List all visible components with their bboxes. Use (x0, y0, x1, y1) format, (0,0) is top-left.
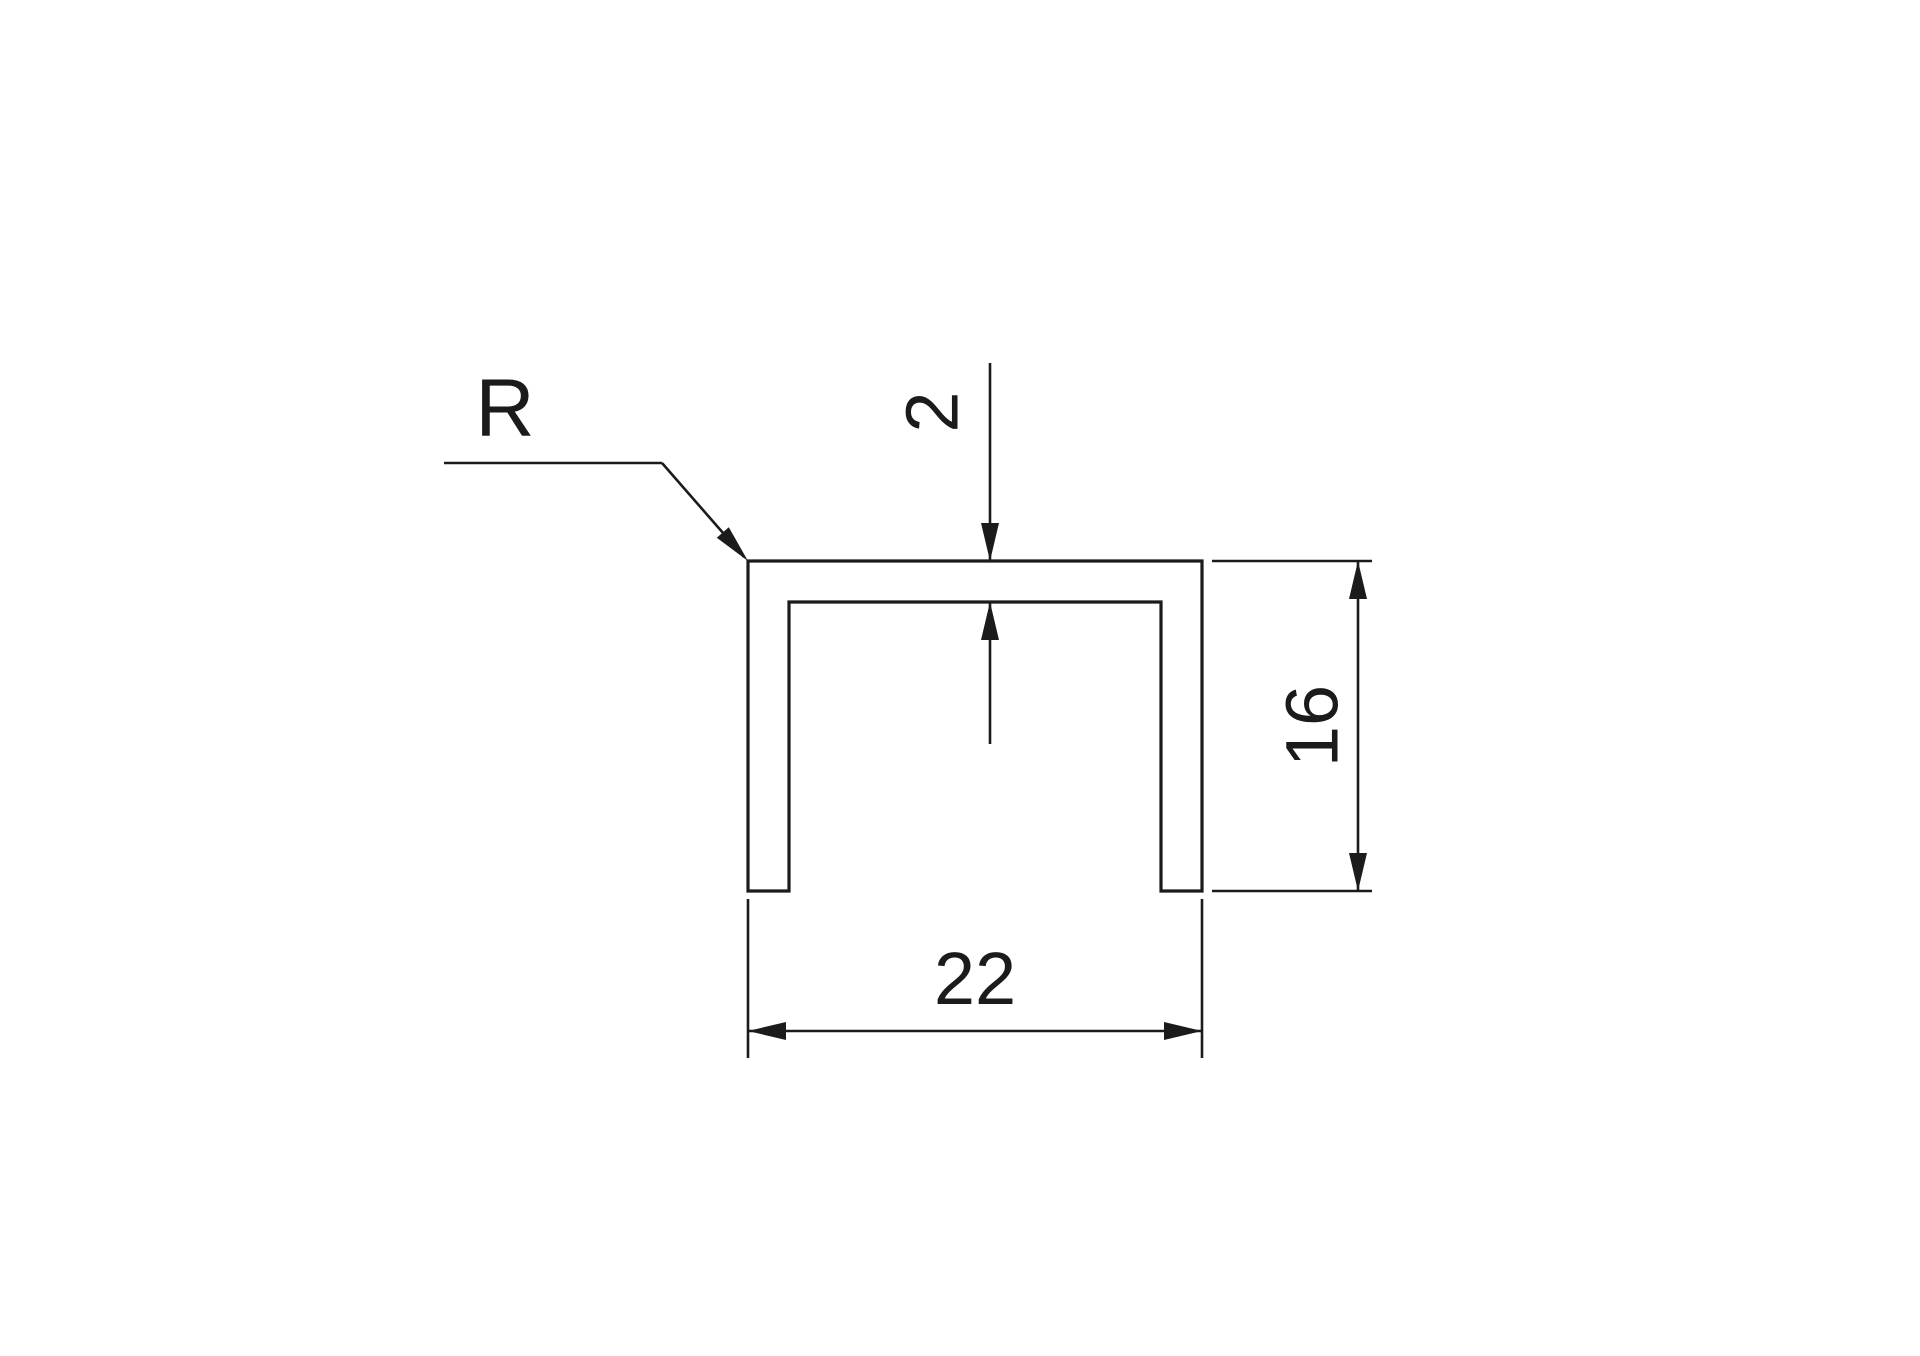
arrow-up-icon (981, 602, 999, 640)
arrow-up-icon (1349, 561, 1367, 599)
arrow-down-icon (1349, 853, 1367, 891)
profile-outline (746, 559, 1204, 893)
thickness-dimension: 2 (891, 363, 999, 744)
thickness-dimension-text: 2 (891, 391, 974, 432)
leader-arrow-icon (716, 527, 748, 561)
radius-leader: R (444, 363, 748, 561)
arrow-left-icon (748, 1022, 786, 1040)
width-dimension: 22 (746, 899, 1204, 1058)
width-dimension-text: 22 (934, 937, 1016, 1020)
arrow-right-icon (1164, 1022, 1202, 1040)
arrow-down-icon (981, 523, 999, 561)
radius-label-text: R (475, 363, 534, 454)
height-dimension: 16 (1212, 559, 1372, 893)
height-dimension-text: 16 (1271, 685, 1354, 767)
u-channel-profile (746, 559, 1204, 893)
